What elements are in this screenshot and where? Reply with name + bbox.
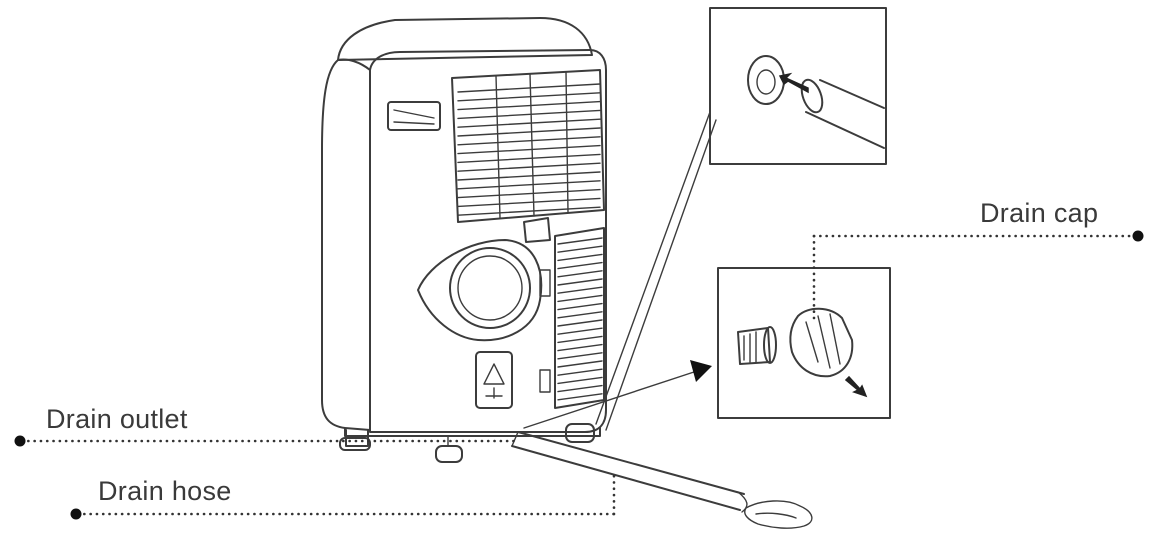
window-kit-clip <box>523 217 551 243</box>
grille-slat <box>557 261 603 270</box>
unit-top-cover <box>337 17 593 61</box>
portable-air-conditioner <box>321 17 607 463</box>
inset-pointer-line <box>523 369 701 429</box>
grille-slat <box>457 153 601 164</box>
side-clip <box>539 369 551 393</box>
grille-slat <box>457 162 601 172</box>
grille-slat <box>557 319 603 327</box>
grille-slat <box>557 368 603 376</box>
grille-slat <box>457 180 601 190</box>
grille-slat <box>557 384 603 393</box>
callout-drain-outlet: Drain outlet <box>14 404 516 447</box>
grille-slat <box>557 294 603 303</box>
grille-slat <box>457 144 601 155</box>
callout-drain-cap: Drain cap <box>812 198 1144 320</box>
grille-slat <box>557 245 603 253</box>
unit-side-panel <box>321 58 371 431</box>
grille-slat <box>457 118 601 128</box>
grille-slat <box>457 83 601 93</box>
carry-handle <box>387 101 441 131</box>
intake-grille <box>554 227 605 409</box>
grille-slat <box>557 343 603 352</box>
label-drain-outlet: Drain outlet <box>46 404 188 434</box>
grille-slat <box>457 197 601 208</box>
grille-slat <box>557 352 603 360</box>
callout-dot <box>70 508 82 520</box>
grille-slat <box>557 237 603 245</box>
grille-slat <box>557 286 603 294</box>
exhaust-connector <box>417 239 543 342</box>
grille-slat <box>457 188 601 199</box>
label-drain-hose: Drain hose <box>98 476 232 506</box>
callout-dot <box>14 435 26 447</box>
grille-slat <box>557 311 603 319</box>
grille-divider <box>529 73 535 217</box>
hose-attach-inset <box>595 7 887 431</box>
unit-rear-panel <box>369 49 607 433</box>
grille-slat <box>557 393 603 401</box>
grille-slat <box>457 100 601 111</box>
grille-divider <box>565 71 569 213</box>
warning-label <box>475 351 513 409</box>
grille-slat <box>557 270 603 278</box>
grille-slat <box>557 376 603 385</box>
inset-leader-line <box>595 111 717 431</box>
drain-hose <box>511 431 813 529</box>
grille-slat <box>557 302 603 311</box>
grille-divider <box>495 75 501 219</box>
grille-slat <box>457 109 601 120</box>
caster-wheels <box>339 423 595 463</box>
grille-slat <box>557 278 603 286</box>
grille-slat <box>457 127 601 137</box>
callout-dot <box>1132 230 1144 242</box>
drain-cap-inset <box>523 267 891 429</box>
grille-slat <box>557 327 603 335</box>
label-drain-cap: Drain cap <box>980 198 1098 228</box>
grille-slat <box>457 136 601 146</box>
grille-slat <box>557 360 603 368</box>
drain-spout <box>737 326 777 365</box>
side-clip <box>539 269 551 297</box>
exhaust-grille <box>451 69 605 223</box>
water-puddle <box>744 500 813 529</box>
grille-slat <box>557 335 603 344</box>
callout-drain-hose: Drain hose <box>70 468 616 520</box>
insert-arrow-icon <box>778 72 809 94</box>
grille-slat <box>557 253 603 262</box>
drain-cap-part <box>789 307 854 378</box>
grille-slat <box>457 92 601 102</box>
remove-arrow-icon <box>844 375 868 398</box>
grille-slat <box>457 206 601 216</box>
pointer-arrowhead-icon <box>690 360 712 382</box>
grille-slat <box>457 171 601 181</box>
